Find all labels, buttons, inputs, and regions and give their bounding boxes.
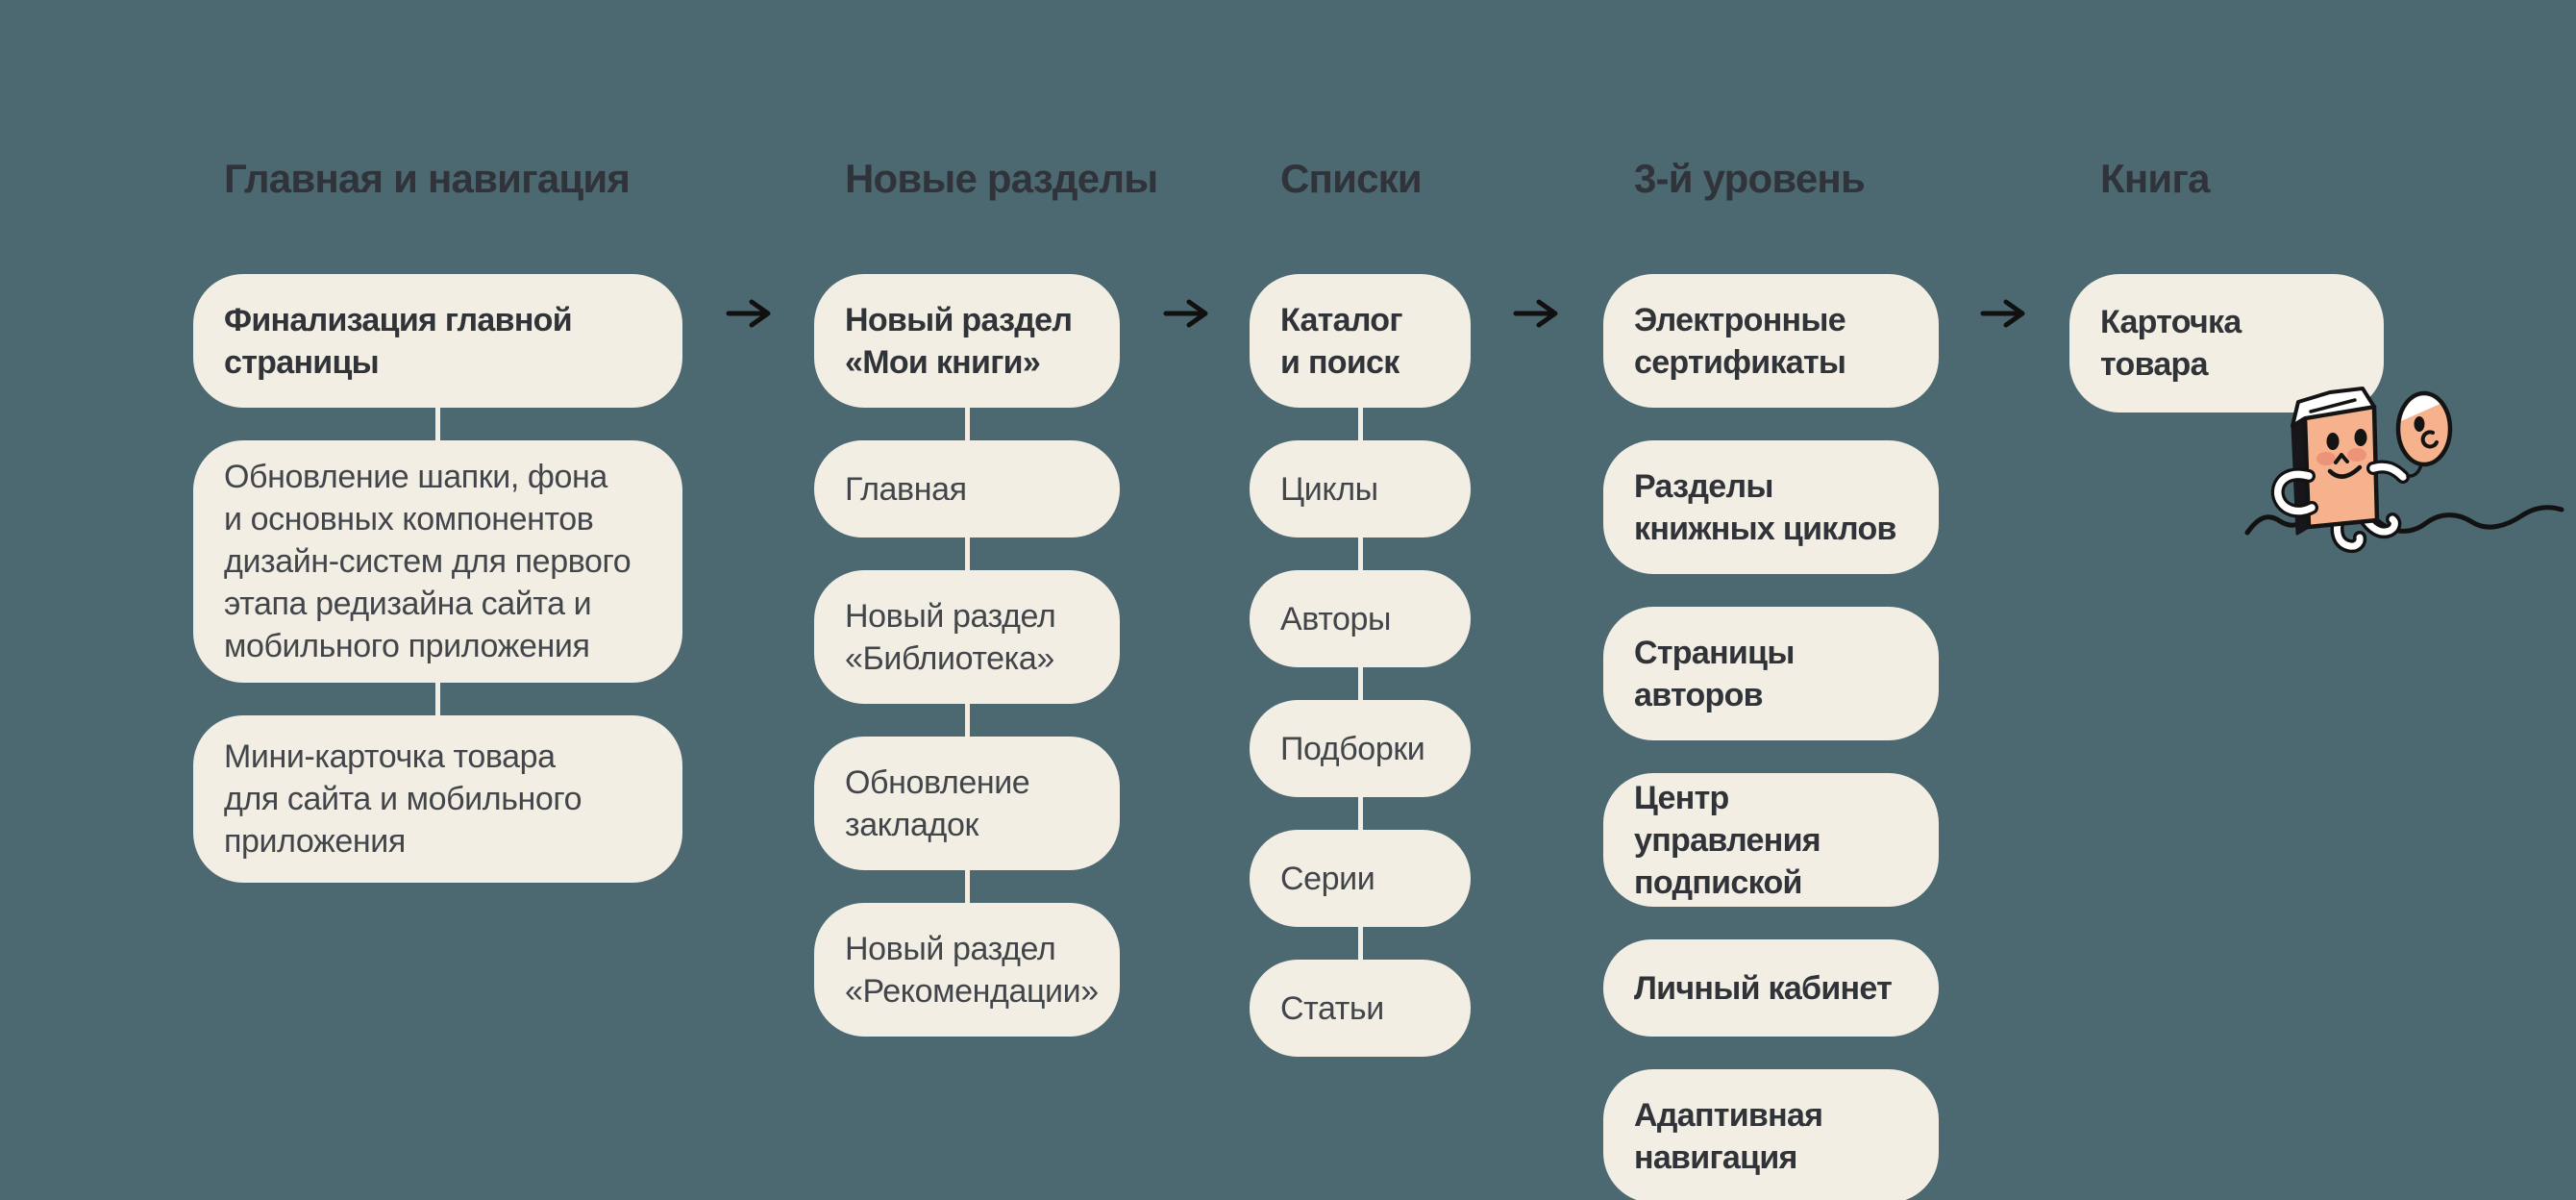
card-node[interactable]: Главная xyxy=(814,440,1120,538)
connector-line xyxy=(964,538,970,570)
connector-line xyxy=(1357,538,1363,570)
card-node[interactable]: Финализация главной страницы xyxy=(193,274,682,408)
book-mascot-illustration xyxy=(2244,387,2564,554)
column-title: Главная и навигация xyxy=(224,156,631,201)
card-node[interactable]: Авторы xyxy=(1250,570,1471,667)
card-node[interactable]: Страницы авторов xyxy=(1603,607,1939,740)
column-title: 3-й уровень xyxy=(1634,156,1866,201)
card-stack: Электронные сертификаты Разделы книжных … xyxy=(1603,274,1939,1200)
arrow-right-icon xyxy=(1163,299,1208,328)
mascot-left-arm xyxy=(2270,467,2318,518)
card-node[interactable]: Адаптивная навигация xyxy=(1603,1069,1939,1200)
card-gap xyxy=(1769,907,1773,939)
arrow-right-icon xyxy=(1980,299,2025,328)
mascot-legs xyxy=(2330,510,2402,554)
card-node[interactable]: Центр управления подпиской xyxy=(1603,773,1939,907)
card-node[interactable]: Статьи xyxy=(1250,960,1471,1057)
card-gap xyxy=(1769,740,1773,773)
card-node[interactable]: Личный кабинет xyxy=(1603,939,1939,1037)
card-node[interactable]: Серии xyxy=(1250,830,1471,927)
card-node[interactable]: Карточка товара xyxy=(2069,274,2384,412)
mascot-face xyxy=(2316,429,2367,479)
card-node[interactable]: Электронные сертификаты xyxy=(1603,274,1939,408)
connector-line xyxy=(1357,927,1363,960)
card-stack: Карточка товара xyxy=(2069,274,2384,412)
card-stack: Каталог и поиск Циклы Авторы Подборки Се… xyxy=(1250,274,1471,1057)
arrow-right-icon xyxy=(1513,299,1558,328)
card-node[interactable]: Обновление шапки, фона и основных компон… xyxy=(193,440,682,683)
card-node[interactable]: Циклы xyxy=(1250,440,1471,538)
balloon xyxy=(2395,390,2453,478)
card-node[interactable]: Каталог и поиск xyxy=(1250,274,1471,408)
connector-line xyxy=(1357,797,1363,830)
connector-line xyxy=(964,870,970,903)
card-node[interactable]: Новый раздел «Мои книги» xyxy=(814,274,1120,408)
column-title: Новые разделы xyxy=(845,156,1158,201)
card-node[interactable]: Обновление закладок xyxy=(814,737,1120,870)
column-title: Списки xyxy=(1280,156,1423,201)
card-gap xyxy=(1769,1037,1773,1069)
connector-line xyxy=(1357,667,1363,700)
card-node[interactable]: Новый раздел «Рекомендации» xyxy=(814,903,1120,1037)
card-stack: Финализация главной страницы Обновление … xyxy=(193,274,682,883)
connector-line xyxy=(964,704,970,737)
connector-line xyxy=(435,408,440,440)
mascot-right-arm xyxy=(2366,460,2410,484)
card-node[interactable]: Мини-карточка товара для сайта и мобильн… xyxy=(193,715,682,883)
squiggle-line xyxy=(2375,505,2564,534)
connector-line xyxy=(435,683,440,715)
connector-line xyxy=(964,408,970,440)
card-node[interactable]: Новый раздел «Библиотека» xyxy=(814,570,1120,704)
card-gap xyxy=(1769,408,1773,440)
card-node[interactable]: Подборки xyxy=(1250,700,1471,797)
card-node[interactable]: Разделы книжных циклов xyxy=(1603,440,1939,574)
column-title: Книга xyxy=(2100,156,2210,201)
card-gap xyxy=(1769,574,1773,607)
arrow-right-icon xyxy=(726,299,771,328)
connector-line xyxy=(1357,408,1363,440)
card-stack: Новый раздел «Мои книги» Главная Новый р… xyxy=(814,274,1120,1037)
